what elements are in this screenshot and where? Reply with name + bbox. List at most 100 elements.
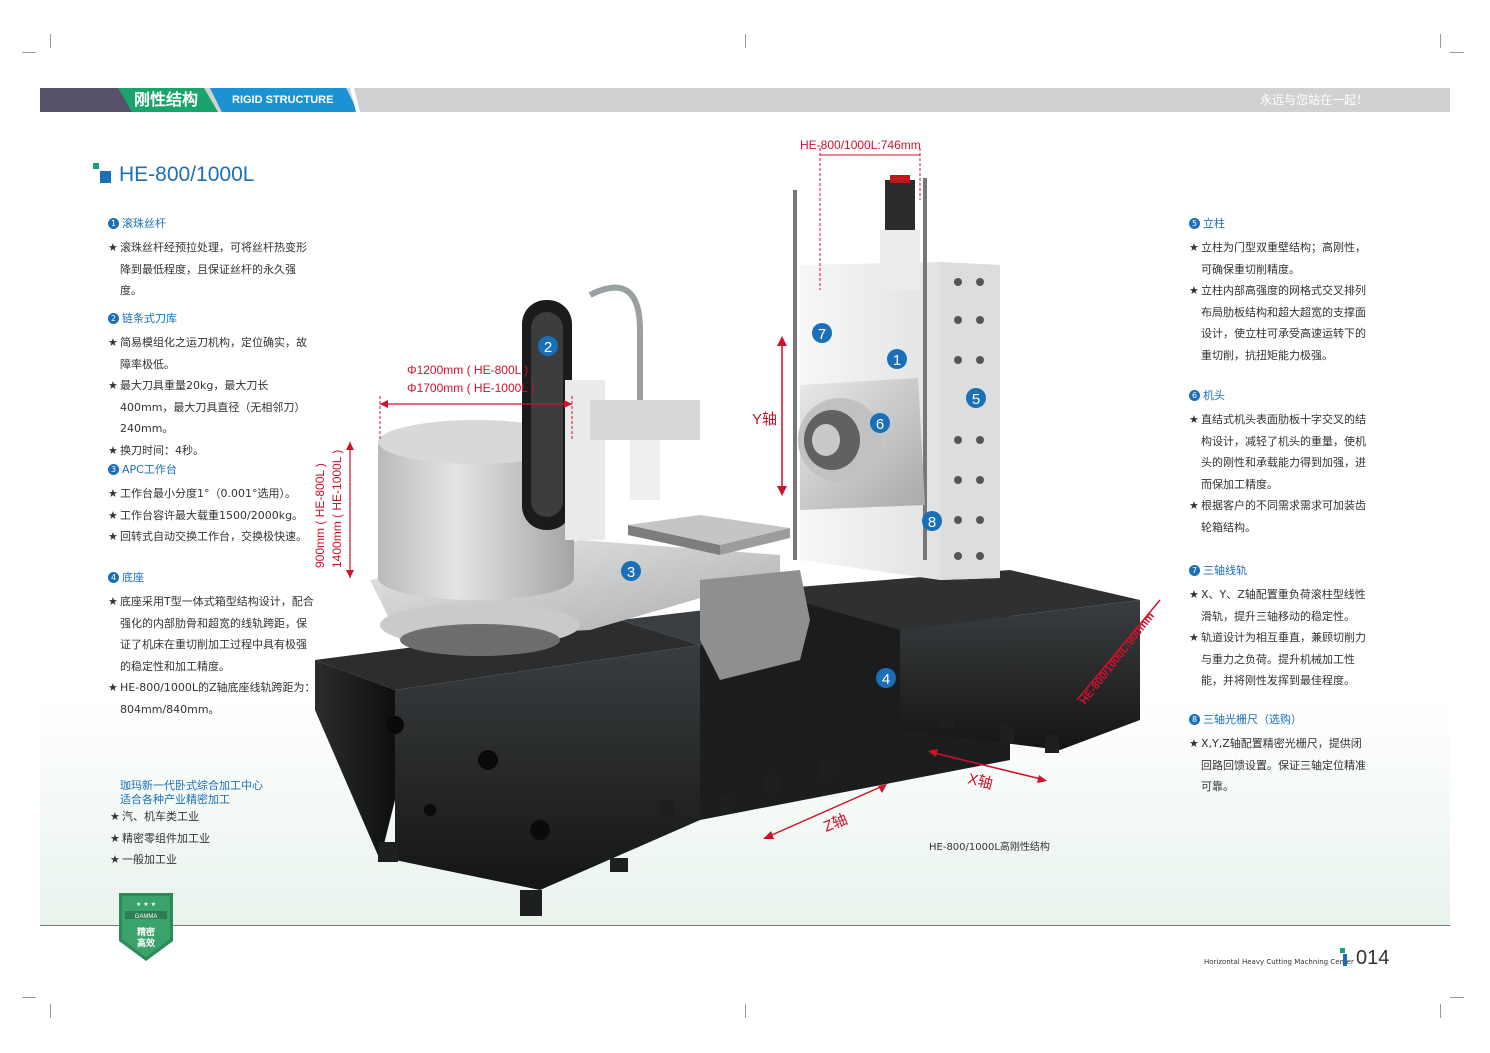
star-icon: ★ (108, 595, 118, 608)
badge-text-1: 精密 (137, 926, 155, 938)
svg-text:★ ★ ★: ★ ★ ★ (136, 901, 156, 908)
feature-item: ★回转式自动交换工作台，交换极快速。 (108, 526, 316, 548)
diagram-caption: HE-800/1000L高刚性结构 (929, 842, 1050, 853)
star-icon: ★ (110, 810, 120, 823)
feature-item: ★X、Y、Z轴配置重负荷滚柱型线性滑轨，提升三轴移动的稳定性。 (1189, 584, 1369, 627)
star-icon: ★ (108, 443, 118, 457)
footer-subtitle: Horizontal Heavy Cutting Machning Center (1204, 958, 1354, 966)
footer-mark-icon (1340, 948, 1352, 968)
feature-title: 三轴线轨 (1203, 564, 1247, 577)
star-icon: ★ (1189, 284, 1199, 297)
svg-text:1: 1 (893, 352, 901, 369)
crop-mark (50, 34, 51, 48)
crop-mark (1450, 52, 1464, 53)
feature-item-text: 最大刀具重量20kg，最大刀长400mm，最大刀具直径（无相邻刀）240mm。 (120, 379, 306, 435)
star-icon: ★ (108, 336, 118, 349)
star-icon: ★ (110, 853, 120, 866)
svg-text:7: 7 (818, 326, 826, 343)
feature-item-text: 回转式自动交换工作台，交换极快速。 (120, 530, 307, 543)
top-dimension-label: HE-800/1000L:746mm (800, 138, 921, 152)
svg-text:6: 6 (876, 416, 884, 433)
feature-number-icon: 6 (1189, 389, 1200, 401)
feature-item-text: 工作台最小分度1°（0.001°选用）。 (120, 487, 296, 500)
star-icon: ★ (1189, 737, 1199, 750)
svg-text:5: 5 (972, 391, 980, 408)
crop-mark (1440, 1004, 1441, 1018)
feature-item: ★X,Y,Z轴配置精密光栅尺，提供闭回路回馈设置。保证三轴定位精准可靠。 (1189, 733, 1369, 798)
marker-5: 5 (966, 388, 986, 408)
svg-text:2: 2 (544, 339, 552, 356)
x-axis-label: X轴 (966, 770, 994, 793)
feature-item: ★工作台容许最大载重1500/2000kg。 (108, 505, 316, 527)
marker-8: 8 (922, 511, 942, 531)
feature-title: APC工作台 (122, 463, 177, 476)
industry-list: ★汽、机车类工业★精密零组件加工业★一般加工业 (110, 806, 210, 871)
feature-number-icon: 1 (108, 217, 119, 229)
badge-brand: GAMMA (135, 914, 158, 920)
star-icon: ★ (1189, 631, 1199, 644)
feature-item-text: 立柱为门型双重壁结构；高刚性，可确保重切削精度。 (1201, 241, 1366, 276)
feature-number-icon: 4 (108, 571, 119, 583)
star-icon: ★ (108, 379, 118, 392)
feature-number-icon: 8 (1189, 713, 1200, 725)
feature-item-text: 简易模组化之运刀机构，定位确实，故障率极低。 (120, 336, 307, 371)
feature-title: 机头 (1203, 389, 1225, 402)
star-icon: ★ (108, 681, 118, 694)
diameter-label-800l: Φ1200mm ( HE-800L ) (407, 363, 528, 377)
x-base-front (900, 600, 1140, 750)
crop-mark (745, 34, 746, 48)
feature-title: 链条式刀库 (122, 312, 177, 325)
feature-item-text: 底座采用T型一体式箱型结构设计，配合强化的内部肋骨和超宽的线轨跨距，保证了机床在… (120, 595, 314, 673)
svg-text:3: 3 (627, 564, 635, 581)
feature-item-text: HE-800/1000L的Z轴底座线轨跨距为：804mm/840mm。 (120, 681, 316, 716)
crop-mark (745, 1004, 746, 1018)
crop-mark (22, 997, 36, 998)
feature-item-text: 轨道设计为相互垂直，兼顾切削力与重力之负荷。提升机械加工性能，并将刚性发挥到最佳… (1201, 631, 1366, 687)
feature-number-icon: 7 (1189, 564, 1200, 576)
feature-number-icon: 3 (108, 463, 119, 475)
feature-item-text: 滚珠丝杆经预拉处理，可将丝杆热变形降到最低程度，且保证丝杆的永久强度。 (120, 241, 307, 297)
crop-mark (1450, 997, 1464, 998)
svg-text:4: 4 (882, 671, 890, 688)
marker-4: 4 (876, 668, 896, 688)
feature-item: ★立柱为门型双重壁结构；高刚性，可确保重切削精度。 (1189, 237, 1369, 280)
base-long-side (395, 645, 700, 890)
y-axis-label: Y轴 (752, 411, 777, 428)
feature-title: 立柱 (1203, 217, 1225, 230)
feature-number-icon: 5 (1189, 217, 1200, 229)
height-label-800l: 900mm ( HE-800L ) (313, 463, 327, 568)
badge-text-2: 高效 (137, 937, 156, 949)
page-number: 014 (1356, 947, 1390, 969)
star-icon: ★ (1189, 588, 1199, 601)
feature-item-text: 工作台容许最大载重1500/2000kg。 (120, 508, 304, 522)
industry-item: ★一般加工业 (110, 849, 210, 871)
header-slogan: 永远与您站在一起！ (1259, 93, 1368, 107)
z-axis-label: Z轴 (821, 811, 850, 836)
quality-badge-icon: GAMMA 精密 高效 ★ ★ ★ (119, 893, 173, 961)
saddle (700, 570, 810, 680)
header-title-cn: 刚性结构 (118, 88, 218, 112)
marker-2: 2 (538, 336, 558, 356)
marker-3: 3 (621, 561, 641, 581)
title-mark-icon (93, 163, 113, 185)
crop-mark (1440, 34, 1441, 48)
star-icon: ★ (108, 508, 118, 522)
star-icon: ★ (110, 831, 120, 845)
industry-item: ★汽、机车类工业 (110, 806, 210, 828)
feature-number-icon: 2 (108, 312, 119, 324)
feature-item-text: X、Y、Z轴配置重负荷滚柱型线性滑轨，提升三轴移动的稳定性。 (1201, 588, 1366, 623)
base-front (315, 660, 395, 860)
feature-title: 滚珠丝杆 (122, 217, 166, 230)
star-icon: ★ (1189, 499, 1199, 512)
marker-1: 1 (887, 349, 907, 369)
